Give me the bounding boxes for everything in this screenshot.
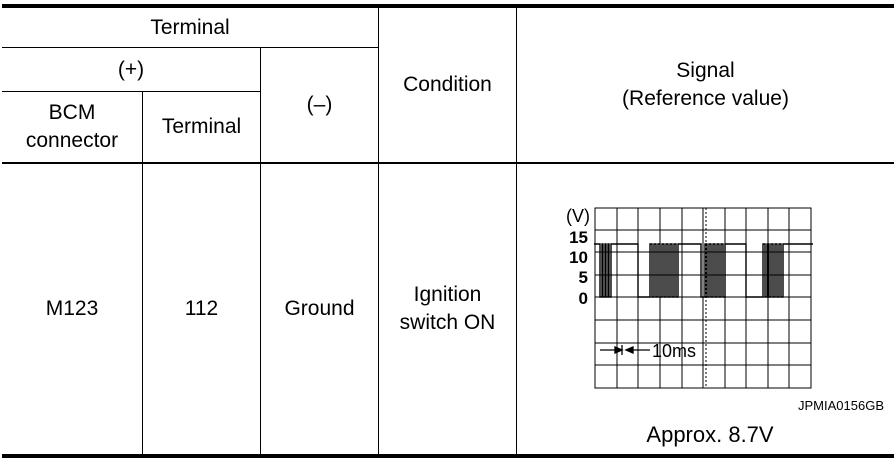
cell-bcm-connector: M123 xyxy=(45,297,99,320)
time-scale-label: 10ms xyxy=(652,341,696,361)
cell-minus: Ground xyxy=(284,297,355,320)
rule-col2 xyxy=(260,48,261,456)
header-plus: (+) xyxy=(117,57,145,81)
voltage-unit-label: (V) xyxy=(566,206,590,226)
rule-col1 xyxy=(142,92,143,456)
header-bottom-rule xyxy=(2,162,894,164)
cell-terminal: 112 xyxy=(184,297,219,320)
header-plus-terminal: Terminal xyxy=(161,115,242,138)
rule-col3 xyxy=(378,6,379,456)
rule-below-terminal xyxy=(2,47,379,48)
oscilloscope-waveform: 10ms (V) 15 10 5 0 xyxy=(566,206,813,389)
time-scale-marker xyxy=(600,345,650,355)
signal-reference-value: Approx. 8.7V xyxy=(646,422,774,447)
header-terminal: Terminal xyxy=(150,15,230,39)
scope-grid xyxy=(595,208,811,388)
y-tick-15: 15 xyxy=(569,228,588,247)
y-tick-5: 5 xyxy=(579,268,588,287)
rule-col4 xyxy=(516,6,517,456)
header-condition: Condition xyxy=(403,73,492,96)
y-tick-10: 10 xyxy=(569,248,588,267)
rule-below-plus xyxy=(2,91,261,92)
figure-id: JPMIA0156GB xyxy=(798,398,884,413)
header-signal: Signal (Reference value) xyxy=(622,59,789,110)
cell-condition: Ignition switch ON xyxy=(399,283,496,334)
table-bottom-border xyxy=(2,454,894,458)
table-top-border xyxy=(2,4,894,8)
y-tick-0: 0 xyxy=(579,289,588,308)
header-minus: (–) xyxy=(306,93,333,116)
waveform-trace xyxy=(594,243,813,298)
header-bcm-connector: BCM connector xyxy=(25,101,119,152)
